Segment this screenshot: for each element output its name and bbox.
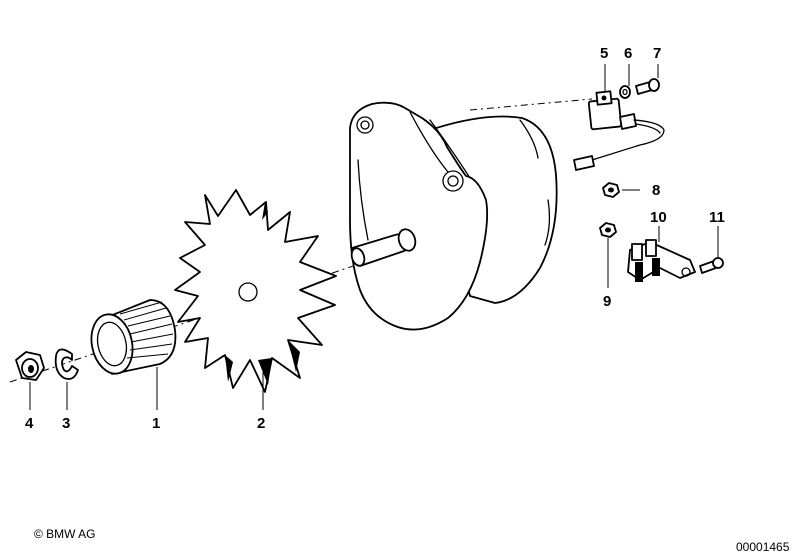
callout-11: 11 — [709, 209, 725, 226]
callout-4: 4 — [25, 415, 34, 432]
callout-1: 1 — [152, 415, 160, 432]
copyright-text: © BMW AG — [34, 527, 96, 541]
alternator-housing — [349, 101, 558, 331]
part-3-spring-washer — [54, 348, 79, 380]
callout-7: 7 — [653, 45, 661, 62]
part-7-screw — [635, 78, 660, 95]
part-10-brush-holder — [627, 239, 696, 282]
callout-10: 10 — [650, 209, 667, 226]
callout-5: 5 — [600, 45, 608, 62]
part-11-screw — [699, 257, 724, 274]
part-2-fan — [174, 189, 337, 393]
callout-9: 9 — [603, 293, 611, 310]
callout-3: 3 — [62, 415, 70, 432]
callout-8: 8 — [652, 182, 660, 199]
part-5-capacitor — [573, 90, 665, 171]
callout-2: 2 — [257, 415, 265, 432]
callout-6: 6 — [624, 45, 632, 62]
part-4-nut — [15, 351, 45, 381]
leader-lines — [29, 64, 719, 410]
part-9-nut — [599, 222, 617, 238]
part-6-washer — [619, 85, 631, 99]
part-8-nut — [602, 182, 620, 198]
part-1-pulley — [90, 299, 177, 375]
drawing-number: 00001465 — [736, 540, 790, 554]
